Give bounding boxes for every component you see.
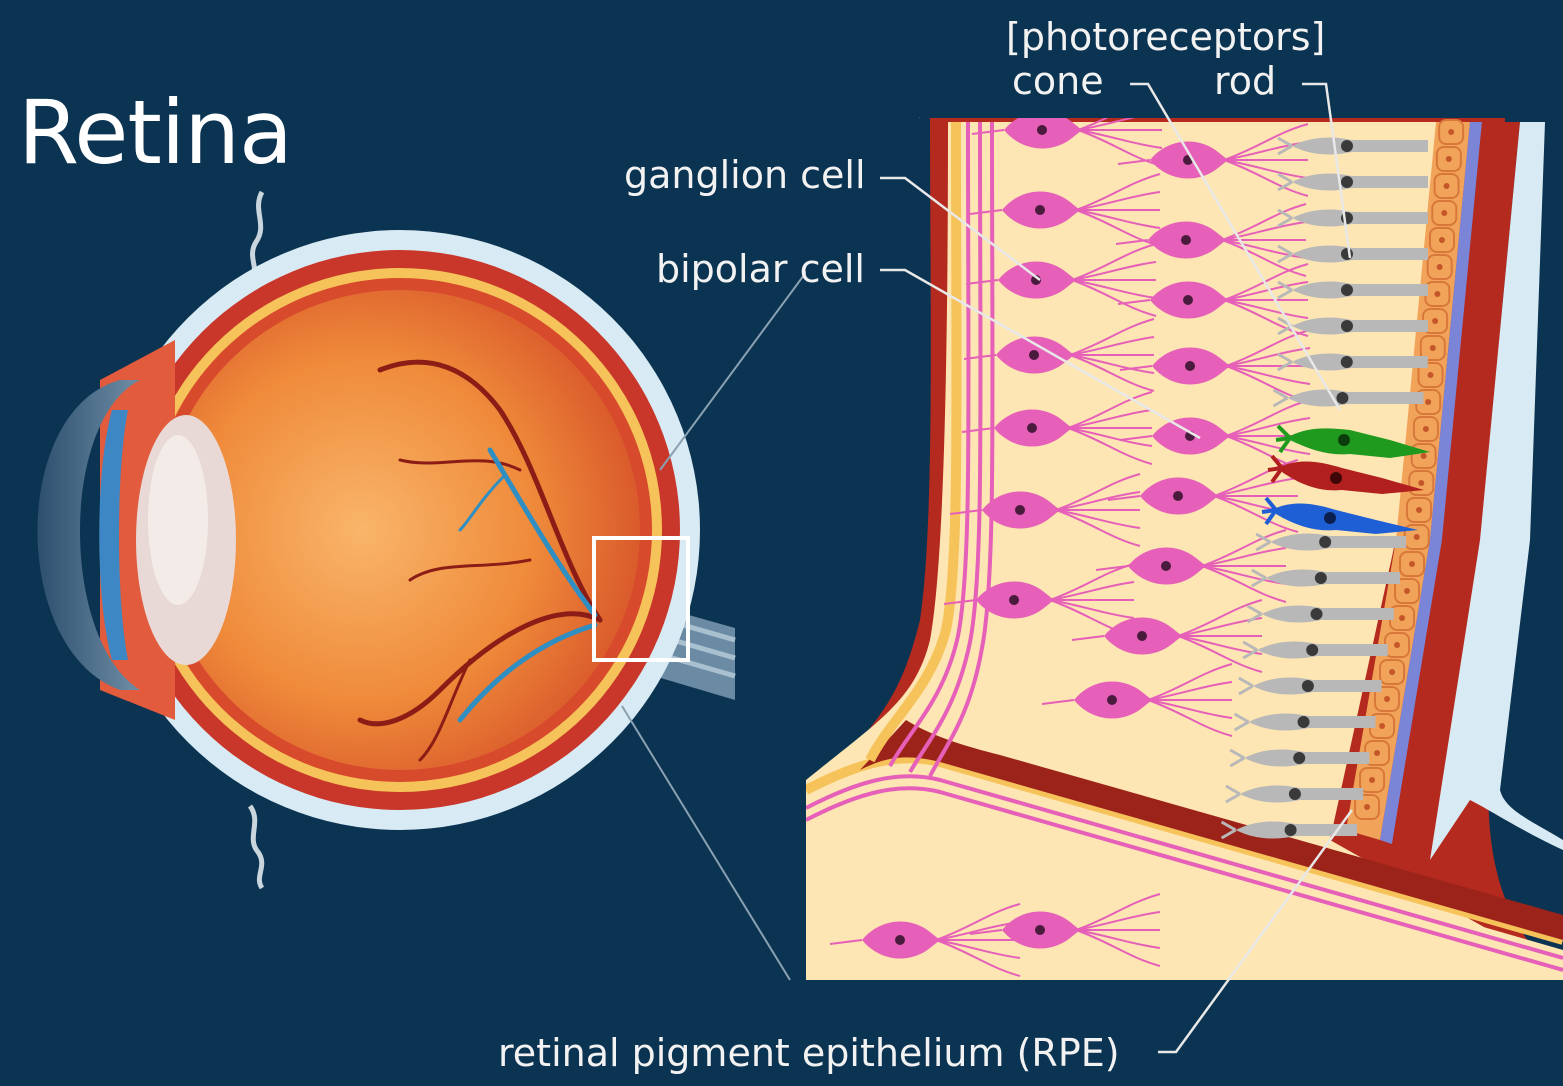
retina-detail [806, 94, 1563, 980]
label-photoreceptors: [photoreceptors] [1006, 18, 1325, 56]
label-cone: cone [1012, 62, 1104, 100]
page-title: Retina [18, 87, 292, 179]
muscle-bottom-line [250, 806, 262, 888]
label-bipolar-cell: bipolar cell [656, 250, 865, 288]
label-rpe: retinal pigment epithelium (RPE) [498, 1034, 1120, 1072]
label-rod: rod [1214, 62, 1276, 100]
label-ganglion-cell: ganglion cell [624, 156, 866, 194]
